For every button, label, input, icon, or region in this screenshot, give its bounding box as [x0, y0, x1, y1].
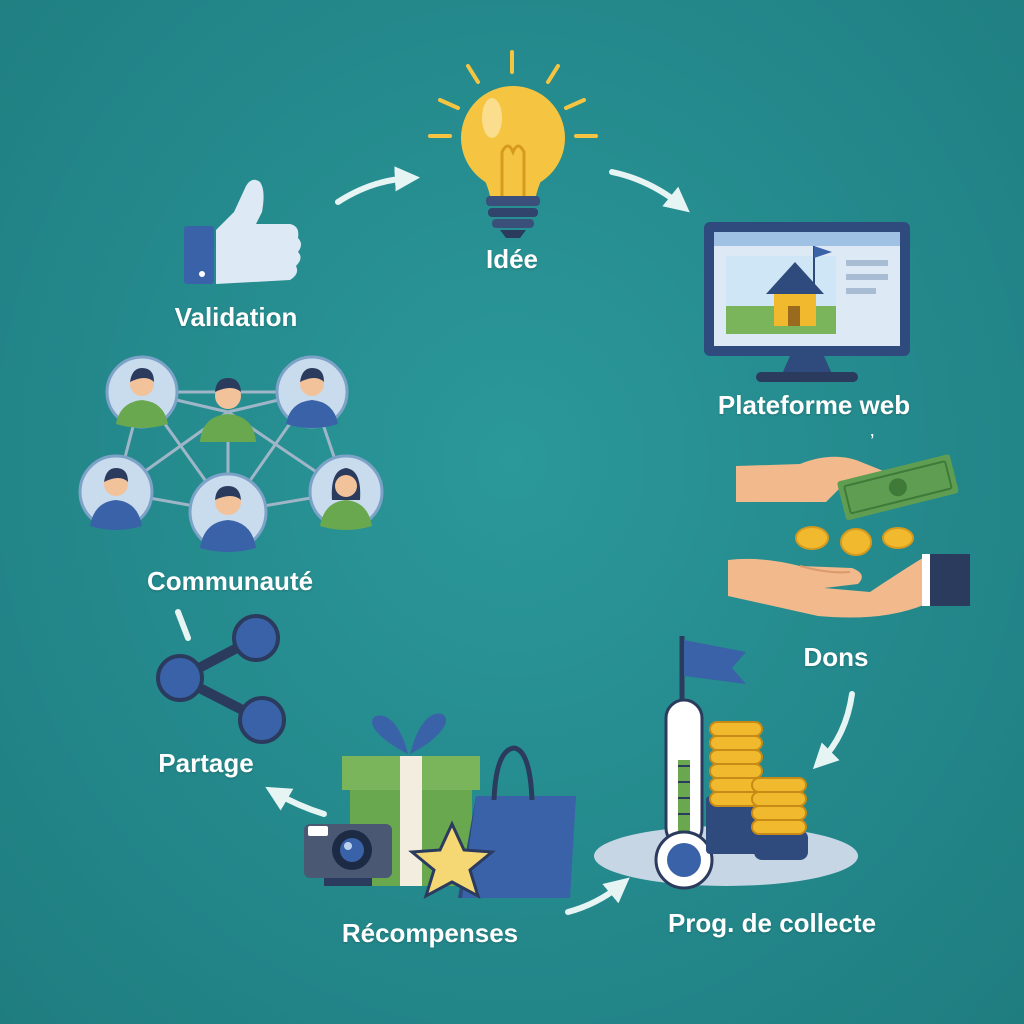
person-2 — [200, 378, 256, 442]
arrow-dons-to-collecte — [812, 691, 855, 770]
svg-text:’: ’ — [870, 431, 874, 453]
node-label-recompenses: Récompenses — [341, 918, 519, 948]
node-label-idee: Idée — [485, 244, 539, 274]
node-label-validation: Validation — [174, 302, 298, 332]
node-label-plateforme-web: Plateforme web — [717, 390, 911, 420]
arrow-validation-to-idee — [335, 166, 421, 205]
arrow-idee-to-plateforme — [609, 169, 690, 213]
person-6 — [308, 454, 384, 530]
arrow-recompenses-to-collecte — [565, 877, 630, 915]
arrow-partage-to-communaute — [175, 609, 191, 641]
node-label-dons: Dons — [803, 642, 869, 672]
node-label-prog-de-collecte: Prog. de collecte — [667, 908, 877, 938]
person-4 — [78, 454, 154, 530]
person-3 — [275, 355, 349, 429]
person-5 — [188, 472, 268, 552]
node-label-communaute: Communauté — [146, 566, 314, 596]
arrow-recompenses-to-partage — [265, 786, 327, 817]
node-label-partage: Partage — [158, 748, 254, 778]
person-1 — [105, 355, 179, 429]
